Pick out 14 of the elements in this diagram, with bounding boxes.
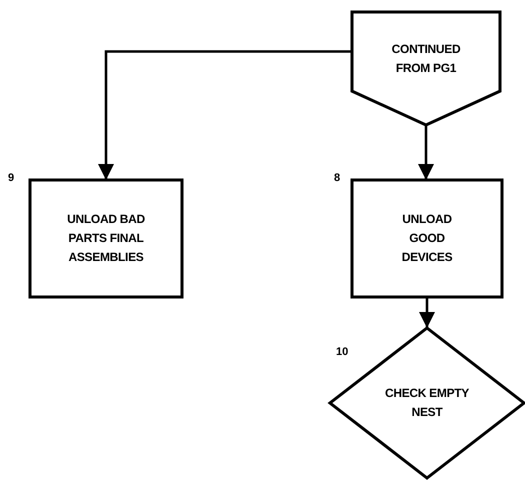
decision-diamond: [330, 328, 524, 478]
step-number: 9: [8, 172, 14, 184]
step-number: 10: [336, 346, 348, 358]
arrow: [418, 125, 434, 180]
arrow: [419, 297, 435, 328]
process-box: [352, 180, 502, 297]
node-label: UNLOAD BAD PARTS FINAL ASSEMBLIES: [66, 211, 146, 266]
step-number: 8: [334, 172, 340, 184]
node-label: UNLOAD GOOD DEVICES: [400, 211, 454, 266]
off-page-connector: [352, 12, 500, 125]
node-label: CONTINUED FROM PG1: [390, 40, 462, 76]
process-box: [30, 180, 182, 297]
arrow: [98, 50, 352, 180]
node-label: CHECK EMPTY NEST: [384, 385, 470, 421]
